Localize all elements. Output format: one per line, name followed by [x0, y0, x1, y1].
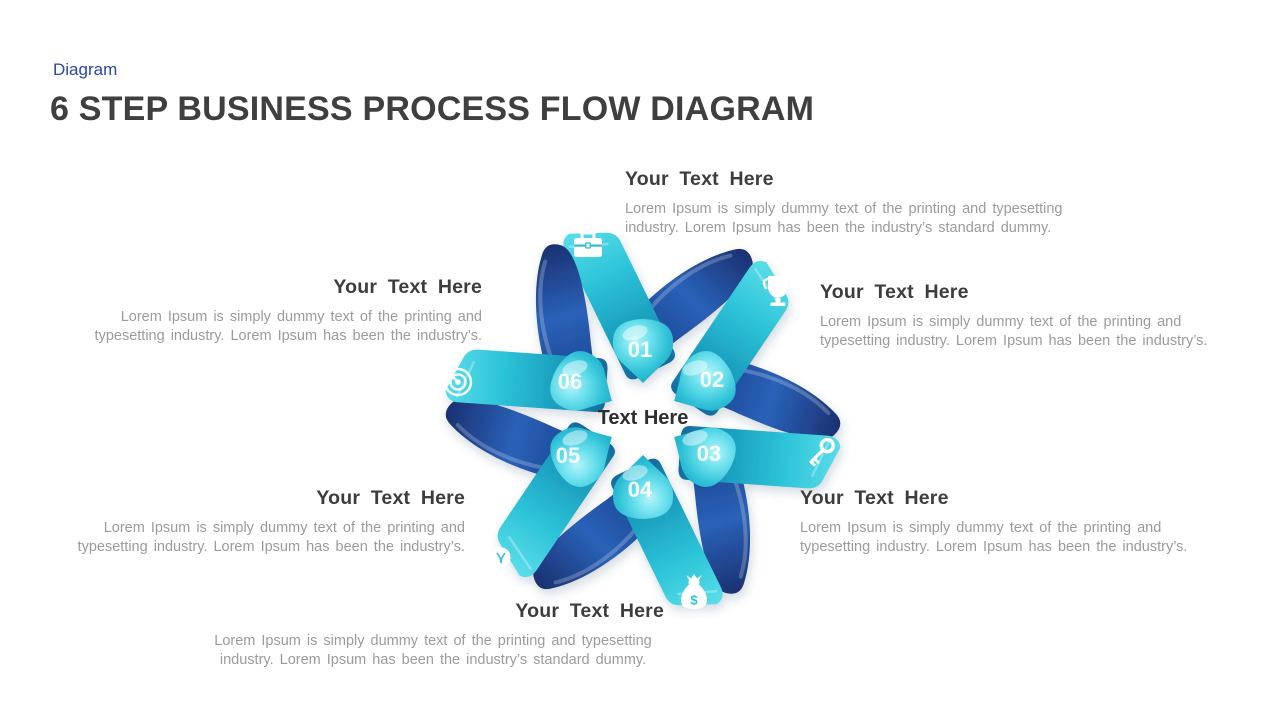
briefcase-icon: [574, 231, 602, 257]
step-4-text-block: Your Text Here Lorem Ipsum is simply dum…: [198, 600, 668, 669]
step-number-03: 03: [697, 441, 721, 466]
process-pinwheel-diagram: 01 02 03 04 05 06: [404, 212, 882, 626]
step-2-body: Lorem Ipsum is simply dummy text of the …: [820, 314, 1208, 349]
step-6-heading: Your Text Here: [333, 276, 482, 298]
diagram-center-label: Text Here: [597, 407, 689, 429]
step-6-text-block: Your Text Here Lorem Ipsum is simply dum…: [68, 276, 482, 345]
step-number-05: 05: [556, 443, 580, 468]
step-1-body: Lorem Ipsum is simply dummy text of the …: [625, 201, 1063, 236]
step-1-text-block: Your Text Here Lorem Ipsum is simply dum…: [625, 168, 1093, 237]
step-2-heading: Your Text Here: [820, 281, 969, 303]
step-5-text-block: Your Text Here Lorem Ipsum is simply dum…: [52, 487, 465, 556]
step-5-heading: Your Text Here: [316, 487, 465, 509]
step-4-body: Lorem Ipsum is simply dummy text of the …: [214, 633, 652, 668]
step-1-heading: Your Text Here: [625, 168, 774, 190]
step-4-heading: Your Text Here: [515, 600, 664, 622]
step-number-06: 06: [558, 369, 582, 394]
step-3-text-block: Your Text Here Lorem Ipsum is simply dum…: [800, 487, 1202, 556]
step-numbers: 01 02 03 04 05 06: [556, 337, 724, 502]
step-6-body: Lorem Ipsum is simply dummy text of the …: [94, 309, 482, 344]
step-5-body: Lorem Ipsum is simply dummy text of the …: [77, 520, 465, 555]
light-bulb-icon: [491, 547, 511, 575]
step-3-heading: Your Text Here: [800, 487, 949, 509]
step-number-01: 01: [628, 337, 652, 362]
bulb-highlights: [562, 325, 708, 481]
key-icon: [808, 437, 836, 467]
dollar-symbol: $: [690, 593, 698, 608]
step-number-02: 02: [700, 367, 724, 392]
step-2-text-block: Your Text Here Lorem Ipsum is simply dum…: [820, 281, 1222, 350]
money-bag-icon: $: [681, 574, 707, 609]
page-title: 6 STEP BUSINESS PROCESS FLOW DIAGRAM: [50, 90, 815, 128]
step-3-body: Lorem Ipsum is simply dummy text of the …: [800, 520, 1188, 555]
category-label: Diagram: [53, 60, 118, 79]
step-number-04: 04: [628, 477, 653, 502]
target-icon: [438, 362, 473, 397]
trophy-icon: [762, 276, 794, 306]
